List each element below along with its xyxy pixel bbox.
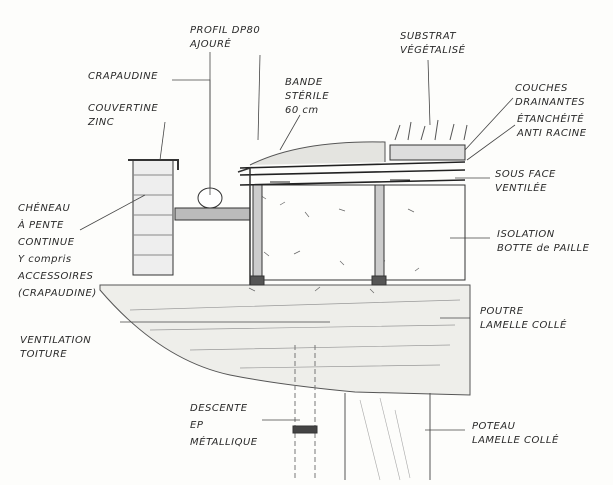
label-line: SUBSTRAT: [400, 31, 457, 42]
label-line: COUVERTINE: [88, 103, 159, 114]
label-line: CONTINUE: [18, 237, 75, 248]
label-line: LAMELLE COLLÉ: [472, 435, 559, 446]
label-line: VENTILÉE: [495, 183, 547, 194]
label-line: LAMELLE COLLÉ: [480, 320, 567, 331]
label-line: (CRAPAUDINE): [18, 288, 97, 299]
label-poutre: POUTRE LAMELLE COLLÉ: [480, 305, 567, 333]
label-line: CRAPAUDINE: [88, 71, 158, 82]
label-line: VENTILATION: [20, 335, 92, 346]
label-couvertine: COUVERTINE ZINC: [88, 102, 158, 130]
roof-layers: [239, 119, 468, 186]
leader-lines: [79, 52, 516, 431]
label-line: ANTI RACINE: [517, 128, 587, 139]
label-isolation: ISOLATION BOTTE de PAILLE: [497, 228, 589, 256]
label-line: 60 cm: [285, 105, 319, 116]
label-line: AJOURÉ: [190, 39, 232, 50]
gutter-and-parapet: [128, 159, 251, 285]
label-line: BOTTE de PAILLE: [497, 243, 590, 254]
label-line: MÉTALLIQUE: [190, 437, 258, 448]
label-line: DRAINANTES: [515, 97, 586, 108]
label-line: DESCENTE: [190, 403, 248, 414]
label-line: SOUS FACE: [495, 169, 556, 180]
label-line: CHÉNEAU: [18, 203, 71, 214]
label-line: ACCESSOIRES: [18, 271, 94, 282]
label-line: ZINC: [88, 117, 115, 128]
straw-insulation: [248, 184, 466, 294]
label-line: ISOLATION: [497, 229, 555, 240]
label-etancheite: ÉTANCHÉITÉ ANTI RACINE: [517, 113, 587, 141]
label-line: COUCHES: [515, 83, 568, 94]
label-line: TOITURE: [20, 349, 68, 360]
label-line: EP: [190, 420, 204, 431]
label-line: ÉTANCHÉITÉ: [517, 114, 585, 125]
label-line: POUTRE: [480, 306, 524, 317]
label-line: VÉGÉTALISÉ: [400, 45, 466, 56]
label-line: STÉRILE: [285, 91, 330, 102]
downpipe: [292, 345, 318, 480]
label-line: Y compris: [18, 254, 72, 265]
glulam-post: [344, 393, 431, 481]
label-line: BANDE: [285, 77, 323, 88]
label-bande-sterile: BANDE STÉRILE 60 cm: [285, 76, 329, 118]
label-line: À PENTE: [18, 220, 64, 231]
label-sous-face: SOUS FACE VENTILÉE: [495, 168, 556, 196]
label-substrat: SUBSTRAT VÉGÉTALISÉ: [400, 30, 465, 58]
label-descente: DESCENTE EP MÉTALLIQUE: [190, 400, 258, 451]
label-poteau: POTEAU LAMELLE COLLÉ: [472, 420, 559, 448]
label-ventilation: VENTILATION TOITURE: [20, 334, 91, 362]
label-crapaudine: CRAPAUDINE: [88, 70, 158, 84]
label-line: POTEAU: [472, 421, 516, 432]
glulam-beam: [99, 284, 471, 396]
label-line: PROFIL DP80: [190, 25, 261, 36]
label-couches: COUCHES DRAINANTES: [515, 82, 585, 110]
